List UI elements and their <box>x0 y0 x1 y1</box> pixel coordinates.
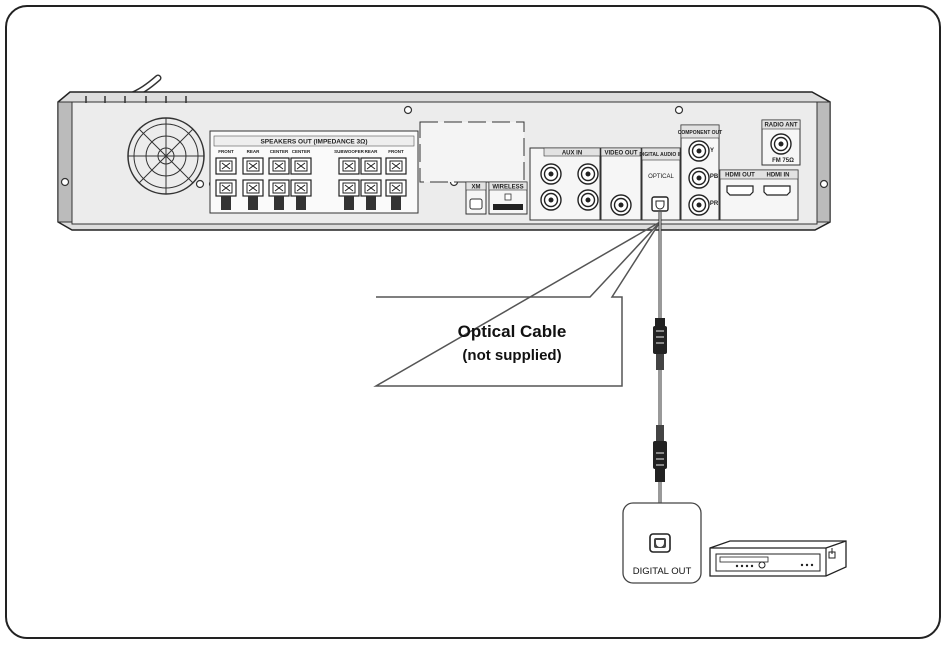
fm-label: FM 75Ω <box>772 158 794 164</box>
aux-in-label: AUX IN <box>562 151 582 157</box>
optical-cable-callout: Optical Cable (not supplied) <box>373 221 661 387</box>
fm-antenna-jack <box>770 133 792 155</box>
wireless-port <box>493 204 523 210</box>
dvd-player-icon <box>709 540 847 577</box>
speaker-terminal <box>360 179 382 197</box>
xm-wireless-panel: XM WIRELESS <box>465 181 528 215</box>
optical-cable <box>653 212 667 534</box>
video-out-label: VIDEO OUT <box>604 151 637 157</box>
speaker-terminal <box>215 157 237 175</box>
speaker-label-rear-left: REAR <box>247 149 261 154</box>
digital-audio-in-panel: DIGITAL AUDIO IN OPTICAL <box>639 147 683 221</box>
component-y-jack <box>688 140 710 162</box>
radio-ant-label: RADIO ANT <box>764 123 797 129</box>
speaker-terminal-lever <box>366 196 376 210</box>
component-y-label: Y <box>710 148 714 154</box>
speaker-terminal <box>242 179 264 197</box>
speaker-terminal <box>338 157 360 175</box>
speaker-terminal-lever <box>344 196 354 210</box>
speaker-label-subwoofer: SUBWOOFER <box>334 149 364 154</box>
aux-in-jack <box>577 189 599 211</box>
digital-out-box: DIGITAL OUT <box>622 502 702 584</box>
speaker-terminal <box>268 157 290 175</box>
blank-label-area <box>419 121 525 183</box>
speaker-terminal <box>290 179 312 197</box>
speaker-label-center-2: CENTER <box>292 149 311 154</box>
xm-label: XM <box>472 185 481 191</box>
hdmi-out-label: HDMI OUT <box>725 173 755 179</box>
aux-in-jack <box>540 189 562 211</box>
rca-jacks <box>540 133 792 216</box>
component-pr-label: PR <box>710 201 719 207</box>
speaker-terminal-lever <box>274 196 284 210</box>
optical-plug-top-icon <box>653 318 667 370</box>
cooling-fan-icon <box>127 117 205 195</box>
component-pb-label: PB <box>710 174 719 180</box>
speaker-terminal <box>268 179 290 197</box>
speaker-label-front-left: FRONT <box>218 149 234 154</box>
hdmi-in-label: HDMI IN <box>767 173 790 179</box>
aux-in-jack <box>577 163 599 185</box>
speaker-terminal <box>290 157 312 175</box>
xm-port <box>469 198 483 210</box>
callout-title: Optical Cable <box>458 322 567 341</box>
hdmi-panel: HDMI OUT HDMI IN <box>719 169 799 221</box>
optical-label: OPTICAL <box>648 174 674 180</box>
optical-plug-bottom-icon <box>653 425 667 482</box>
component-out-label: COMPONENT OUT <box>678 130 722 136</box>
component-pr-jack <box>688 194 710 216</box>
speaker-terminal <box>385 179 407 197</box>
speaker-terminal <box>385 157 407 175</box>
speaker-label-front-right: FRONT <box>388 149 404 154</box>
speaker-terminal <box>242 157 264 175</box>
digital-out-label: DIGITAL OUT <box>633 566 692 577</box>
wireless-label: WIRELESS <box>492 185 523 191</box>
speaker-terminal-lever <box>296 196 306 210</box>
speaker-terminals <box>215 157 407 210</box>
speaker-labels: FRONT REAR CENTER CENTER SUBWOOFER REAR … <box>218 149 404 154</box>
speaker-label-rear-right: REAR <box>365 149 379 154</box>
hdmi-out-port <box>726 185 754 196</box>
speaker-terminal-lever <box>391 196 401 210</box>
aux-in-jack <box>540 163 562 185</box>
speaker-label-center-1: CENTER <box>270 149 289 154</box>
diagram-frame <box>5 5 941 639</box>
speaker-terminal-lever <box>221 196 231 210</box>
digital-audio-in-label: DIGITAL AUDIO IN <box>639 152 683 158</box>
component-pb-jack <box>688 167 710 189</box>
speaker-terminal <box>360 157 382 175</box>
hdmi-in-port <box>763 185 791 196</box>
speaker-terminal-lever <box>248 196 258 210</box>
callout-subtitle: (not supplied) <box>462 347 561 364</box>
speaker-terminal <box>215 179 237 197</box>
video-out-jack <box>610 194 632 216</box>
speakers-out-label: SPEAKERS OUT (IMPEDANCE 3Ω) <box>260 139 367 146</box>
speaker-terminal <box>338 179 360 197</box>
